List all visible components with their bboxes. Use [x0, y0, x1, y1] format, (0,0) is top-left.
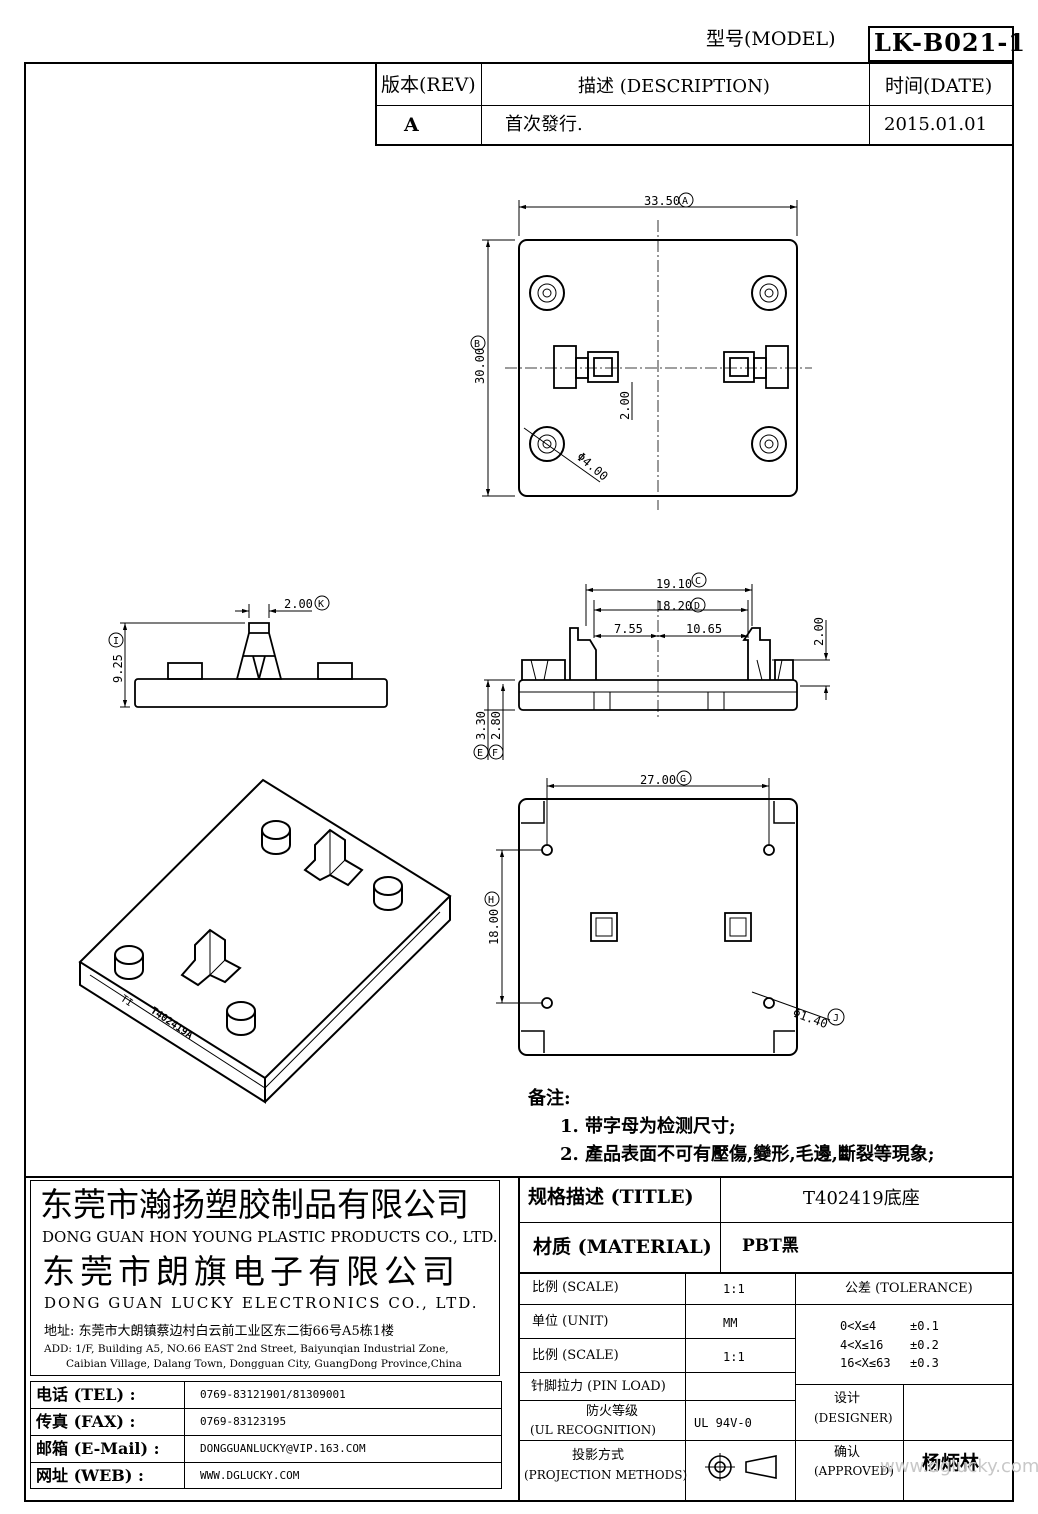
scale2-label: 比例 (SCALE): [532, 1348, 619, 1363]
tol-range-1: 0<X≤4: [840, 1319, 877, 1333]
projection-label-1: 投影方式: [572, 1448, 625, 1463]
dim-base-h1: 3.30: [474, 711, 488, 740]
dim-bottom-height: 18.00: [487, 909, 501, 945]
tel-label: 电话 (TEL) :: [36, 1385, 136, 1404]
ul-label-2: (UL RECOGNITION): [530, 1423, 656, 1437]
svg-text:E: E: [477, 748, 483, 759]
fax-value: 0769-83123195: [200, 1415, 287, 1428]
model-box: [868, 26, 1014, 62]
rev-value: A: [404, 114, 419, 136]
tol-range-3: 16<X≤63: [840, 1356, 891, 1370]
company-name-en-2: DONG GUAN LUCKY ELECTRONICS CO., LTD.: [44, 1294, 479, 1312]
dim-side-height: 9.25: [111, 654, 125, 683]
dim-side-pin: 2.00: [284, 597, 313, 611]
company-address-en-1: ADD: 1/F, Building A5, NO.66 EAST 2nd St…: [44, 1343, 449, 1355]
model-value: LK-B021-1: [874, 28, 1026, 57]
top-view: [482, 200, 812, 510]
svg-text:C: C: [695, 576, 701, 587]
bottom-view: [496, 778, 831, 1056]
top-hole-bl: [529, 426, 565, 462]
dim-front-left: 7.55: [614, 622, 643, 636]
iso-view: [78, 778, 452, 1104]
notes-title: 备注:: [528, 1088, 571, 1109]
note-2: 2. 產品表面不可有壓傷,變形,毛邊,斷裂等現象;: [560, 1144, 935, 1165]
top-pin-right: [723, 345, 789, 389]
svg-text:B: B: [474, 339, 480, 350]
dim-hole-dia: Φ4.00: [574, 450, 611, 484]
projection-label-2: (PROJECTION METHODS): [524, 1468, 688, 1482]
title-label: 规格描述 (TITLE): [528, 1186, 694, 1208]
scale-value: 1:1: [723, 1282, 745, 1296]
scale2-value: 1:1: [723, 1350, 745, 1364]
note-1: 1. 带字母为检测尺寸;: [560, 1116, 736, 1137]
dim-bottom-width: 27.00: [640, 773, 676, 787]
front-view: [484, 584, 830, 760]
ul-label-1: 防火等级: [586, 1404, 639, 1419]
company-address-cn: 地址: 东莞市大朗镇蔡边村白云前工业区东二街66号A5栋1楼: [44, 1324, 394, 1339]
dim-top-width: 33.50: [644, 194, 680, 208]
technical-drawing: 33.50 A 30.00 B 2.00 Φ4.00 2.00 K 9.25 I…: [78, 192, 845, 1104]
fax-label: 传真 (FAX) :: [36, 1412, 136, 1431]
dim-base-h2: 2.80: [489, 711, 503, 740]
company-name-en-1: DONG GUAN HON YOUNG PLASTIC PRODUCTS CO.…: [42, 1228, 498, 1246]
unit-value: MM: [723, 1316, 738, 1330]
svg-text:F: F: [492, 748, 498, 759]
designer-label-1: 设计: [834, 1391, 861, 1406]
material-label: 材质 (MATERIAL): [533, 1236, 712, 1258]
rev-date: 2015.01.01: [884, 114, 988, 135]
approved-value: 杨炳林: [922, 1452, 980, 1474]
tol-value-1: ±0.1: [910, 1319, 939, 1333]
watermark: www.dglucky.com: [880, 1456, 1038, 1477]
svg-text:D: D: [694, 601, 700, 612]
tel-value: 0769-83121901/81309001: [200, 1388, 346, 1401]
projection-symbol-icon: [705, 1453, 777, 1481]
dim-front-right: 10.65: [686, 622, 722, 636]
pin-load-label: 针脚拉力 (PIN LOAD): [531, 1379, 666, 1394]
company-box: [30, 1180, 500, 1376]
model-label: 型号(MODEL): [706, 28, 836, 50]
side-view: [120, 604, 388, 708]
svg-text:H: H: [488, 895, 494, 906]
top-pin-left: [553, 345, 619, 389]
svg-text:K: K: [318, 599, 324, 610]
top-hole-br: [751, 426, 787, 462]
svg-text:G: G: [680, 774, 686, 785]
unit-label: 单位 (UNIT): [532, 1314, 609, 1329]
ul-value: UL 94V-0: [694, 1416, 752, 1430]
approved-label-1: 确认: [834, 1445, 861, 1460]
tol-value-3: ±0.3: [910, 1356, 939, 1370]
dim-offset: 2.00: [618, 391, 632, 420]
web-value: WWW.DGLUCKY.COM: [200, 1469, 300, 1482]
email-value: DONGGUANLUCKY@VIP.163.COM: [200, 1442, 366, 1455]
top-hole-tr: [751, 275, 787, 311]
dim-front-outer: 19.10: [656, 577, 692, 591]
svg-text:A: A: [682, 196, 688, 207]
web-label: 网址 (WEB) :: [36, 1466, 144, 1485]
scale-label: 比例 (SCALE): [532, 1280, 619, 1295]
dim-front-inner: 18.20: [656, 599, 692, 613]
tolerance-label: 公差 (TOLERANCE): [845, 1281, 973, 1296]
rev-description: 首次發行.: [505, 114, 583, 135]
dim-front-pin: 2.00: [812, 617, 826, 646]
svg-text:I: I: [113, 636, 119, 647]
title-value: T402419底座: [803, 1188, 920, 1209]
approved-label-2: (APPROVED): [814, 1464, 894, 1478]
email-label: 邮箱 (E-Mail) :: [36, 1439, 160, 1458]
svg-text:J: J: [833, 1013, 839, 1024]
date-header: 时间(DATE): [885, 75, 993, 97]
company-name-cn-1: 东莞市瀚扬塑胶制品有限公司: [40, 1185, 469, 1224]
tol-range-2: 4<X≤16: [840, 1338, 884, 1352]
company-address-en-2: Caibian Village, Dalang Town, Dongguan C…: [66, 1358, 462, 1370]
iso-mark-2: T402419A: [148, 1005, 194, 1041]
designer-label-2: (DESIGNER): [814, 1411, 893, 1425]
desc-header: 描述 (DESCRIPTION): [578, 76, 770, 97]
dim-top-height: 30.00: [473, 348, 487, 384]
tol-value-2: ±0.2: [910, 1338, 939, 1352]
revision-table: [375, 62, 1014, 146]
top-hole-tl: [529, 275, 565, 311]
material-value: PBT黑: [742, 1236, 799, 1256]
company-name-cn-2: 东莞市朗旗电子有限公司: [42, 1252, 460, 1291]
rev-header: 版本(REV): [381, 74, 476, 96]
